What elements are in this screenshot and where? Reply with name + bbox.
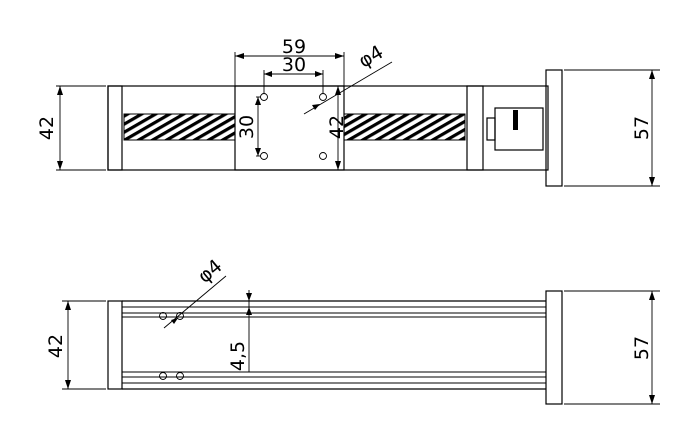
dim-side-left-height: 42	[45, 334, 67, 358]
dim-rail-offset: 4,5	[227, 341, 249, 371]
lead-screw-left	[123, 113, 236, 141]
lead-screw-right	[343, 113, 466, 141]
side-motor-flange	[545, 290, 563, 405]
side-view: φ4 4,5 42 57	[45, 255, 660, 405]
mounting-hole	[260, 93, 268, 101]
motor-flange	[545, 69, 563, 187]
dim-flange-height: 57	[631, 116, 653, 140]
dim-hole-spacing-x: 30	[282, 54, 306, 76]
side-hole	[176, 312, 184, 320]
side-hole	[159, 312, 167, 320]
dim-side-hole-diameter: φ4	[194, 255, 227, 288]
dim-left-height: 42	[36, 116, 58, 140]
motor-shaft-key	[513, 110, 518, 130]
dim-side-flange-height: 57	[631, 336, 653, 360]
coupling	[486, 117, 496, 141]
right-end-block	[466, 85, 484, 171]
mounting-hole	[319, 152, 327, 160]
left-end-cap	[107, 85, 123, 171]
dim-hole-spacing-y: 30	[236, 115, 258, 139]
side-hole	[176, 372, 184, 380]
dim-carriage-width: 59	[282, 36, 306, 58]
side-left-end-plate	[107, 300, 123, 390]
mounting-hole	[319, 93, 327, 101]
top-view: 42 59 30 30 42 φ4 57	[36, 36, 660, 187]
side-hole	[159, 372, 167, 380]
mounting-hole	[260, 152, 268, 160]
carriage-plate	[234, 85, 345, 171]
motor-body	[494, 107, 544, 151]
dim-carriage-height: 42	[326, 115, 348, 139]
